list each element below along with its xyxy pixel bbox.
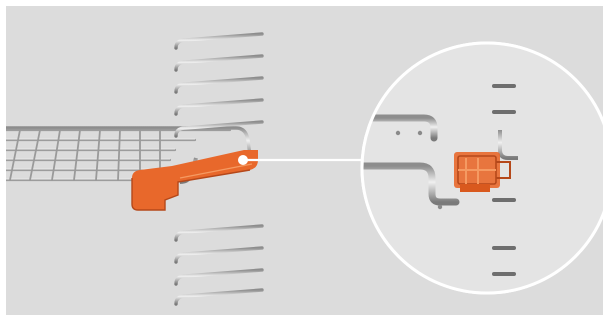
oven-rack-illustration: [0, 0, 609, 321]
illustration-stage: [0, 0, 609, 321]
